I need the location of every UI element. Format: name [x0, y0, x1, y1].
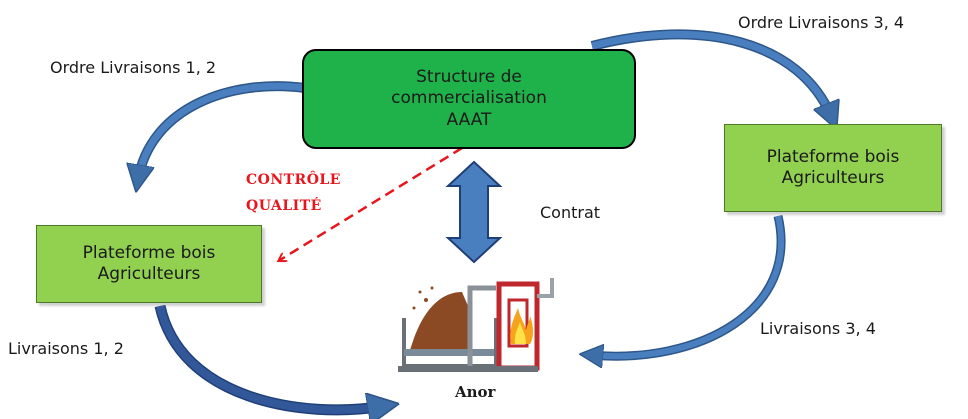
boiler-label: Anor: [455, 383, 496, 401]
platform-left-line-2: Agriculteurs: [97, 264, 201, 284]
delivery-arrow-right: [589, 214, 786, 361]
wood-platform-right-box: Plateforme bois Agriculteurs: [724, 124, 942, 212]
deliveries-1-2-label: Livraisons 1, 2: [8, 339, 124, 358]
deliveries-3-4-label: Livraisons 3, 4: [760, 319, 876, 338]
delivery-arrow-left: [154, 304, 386, 416]
marketing-structure-box: Structure de commercialisation AAAT: [302, 49, 636, 149]
flame-icon: [510, 308, 533, 344]
order-deliveries-3-4-label: Ordre Livraisons 3, 4: [738, 13, 905, 32]
wood-chips-icon: [410, 286, 470, 350]
platform-left-line-1: Plateforme bois: [82, 242, 216, 263]
structure-line-3: AAAT: [446, 109, 492, 130]
wood-platform-left-box: Plateforme bois Agriculteurs: [36, 225, 262, 303]
platform-right-line-1: Plateforme bois: [766, 146, 900, 167]
structure-line-2: commercialisation: [391, 88, 547, 109]
quality-control-arrow: [280, 146, 463, 260]
quality-control-label-line-2: QUALITÉ: [246, 198, 322, 214]
quality-control-label-line-1: CONTRÔLE: [246, 172, 341, 188]
contract-double-arrow: [445, 160, 503, 264]
contract-label: Contrat: [540, 203, 601, 222]
platform-right-line-2: Agriculteurs: [781, 168, 885, 188]
structure-line-1: Structure de: [416, 67, 522, 88]
order-deliveries-1-2-label: Ordre Livraisons 1, 2: [50, 58, 217, 77]
boiler-icon: [398, 278, 554, 372]
